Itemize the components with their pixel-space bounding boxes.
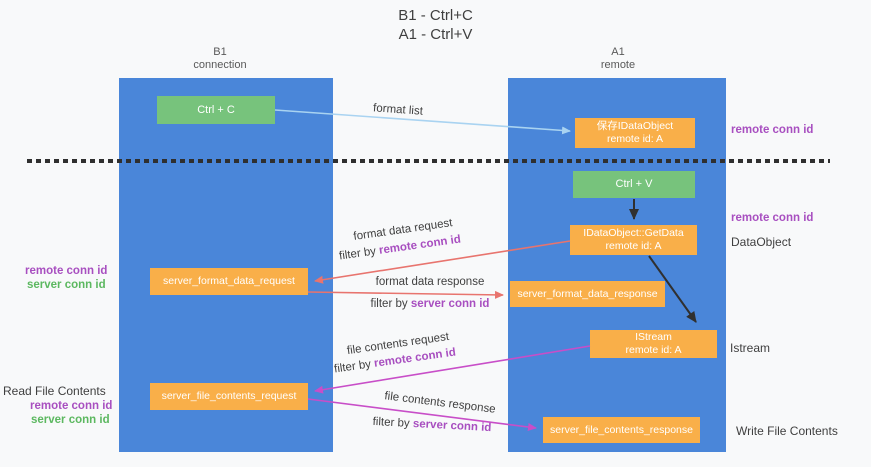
format-data-response-filter-label: filter by server conn id (371, 298, 490, 310)
server-conn-id-text: server conn id (410, 298, 490, 310)
remote-conn-id-annotation-left: remote conn id (25, 265, 108, 277)
column-a1-name: A1 (611, 46, 625, 58)
remote-conn-id-annotation-mid: remote conn id (731, 212, 814, 224)
server-conn-id-text: server conn id (412, 418, 492, 435)
format-list-label: format list (372, 102, 424, 118)
format-data-response-arrow (307, 290, 504, 299)
save-dataobject-line2: remote id: A (606, 133, 664, 145)
filter-by-text: filter by (372, 415, 414, 430)
server-file-contents-response-box: server_file_contents_response (543, 417, 700, 443)
istream-annotation: Istream (730, 341, 771, 355)
filter-by-text: filter by (333, 357, 375, 376)
column-b1-role: connection (193, 59, 247, 71)
server-format-data-response-label: server_format_data_response (517, 287, 658, 300)
title-line-2: A1 - Ctrl+V (398, 26, 473, 43)
remote-conn-id-annotation-left-bottom: remote conn id (30, 400, 113, 412)
ctrl-v-label: Ctrl + V (615, 178, 653, 190)
istream-box: IStream remote id: A (590, 330, 717, 358)
diagram-title: B1 - Ctrl+C A1 - Ctrl+V (0, 6, 871, 44)
dataobject-annotation: DataObject (731, 235, 792, 249)
filter-by-text: filter by (338, 244, 380, 263)
server-format-data-response-box: server_format_data_response (510, 281, 665, 307)
format-data-response-label: format data response (375, 276, 485, 288)
remote-conn-id-annotation-top: remote conn id (731, 124, 814, 136)
server-conn-id-annotation-left: server conn id (27, 279, 106, 291)
server-file-contents-request-box: server_file_contents_request (150, 383, 308, 410)
filter-by-text: filter by (370, 298, 411, 310)
write-file-contents-annotation: Write File Contents (736, 424, 838, 438)
column-b1-name: B1 (213, 46, 227, 58)
ctrl-c-box: Ctrl + C (157, 96, 275, 124)
save-dataobject-line1: 保存IDataObject (596, 120, 674, 132)
read-file-contents-annotation: Read File Contents (3, 384, 106, 398)
istream-line1: IStream (635, 331, 672, 343)
ctrl-v-box: Ctrl + V (573, 171, 695, 198)
server-format-data-request-label: server_format_data_request (163, 275, 295, 287)
save-dataobject-box: 保存IDataObject remote id: A (575, 118, 695, 148)
ctrl-c-label: Ctrl + C (197, 103, 235, 116)
getdata-line1: IDataObject::GetData (583, 227, 684, 239)
server-file-contents-response-label: server_file_contents_response (549, 423, 693, 436)
server-file-contents-request-label: server_file_contents_request (161, 390, 297, 402)
server-conn-id-annotation-left-bottom: server conn id (31, 414, 110, 426)
title-line-1: B1 - Ctrl+C (398, 7, 473, 24)
getdata-line2: remote id: A (605, 240, 662, 252)
idataobject-getdata-box: IDataObject::GetData remote id: A (570, 225, 697, 255)
istream-line2: remote id: A (625, 344, 682, 356)
file-contents-response-filter-label: filter by server conn id (372, 416, 491, 434)
column-header-b1: B1 connection (120, 46, 320, 72)
column-a1-role: remote (600, 59, 636, 71)
file-contents-response-label: file contents response (383, 390, 497, 416)
session-divider-dashed-line (27, 159, 830, 163)
server-format-data-request-box: server_format_data_request (150, 268, 308, 295)
column-header-a1: A1 remote (518, 46, 718, 72)
